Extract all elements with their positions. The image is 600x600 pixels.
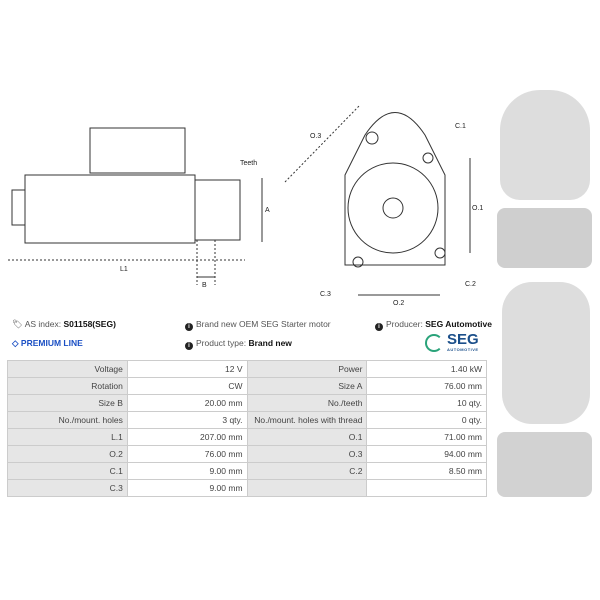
- tag-icon: 🏷: [12, 319, 23, 329]
- spec-label: Rotation: [7, 377, 128, 395]
- spec-value: 0 qty.: [366, 411, 487, 429]
- spec-value: 8.50 mm: [366, 462, 487, 480]
- spec-value: 207.00 mm: [126, 428, 248, 446]
- spec-label: [246, 479, 368, 497]
- seg-logo: SEG AUTOMOTIVE: [425, 331, 487, 354]
- spec-label: O.2: [7, 445, 128, 463]
- product-photo-front: [500, 90, 590, 200]
- c3-label: C.3: [320, 291, 331, 298]
- diamond-icon: ◇: [12, 338, 19, 348]
- spec-value: 9.00 mm: [126, 462, 248, 480]
- product-photo-side: [497, 208, 592, 268]
- spec-value: 94.00 mm: [366, 445, 487, 463]
- info-icon: i: [185, 342, 193, 350]
- as-index: 🏷 AS index: S01158(SEG): [12, 319, 116, 329]
- spec-value: 76.00 mm: [126, 445, 248, 463]
- spec-label: Voltage: [7, 360, 128, 378]
- spec-label: C.2: [246, 462, 368, 480]
- spec-value: CW: [126, 377, 248, 395]
- teeth-label: Teeth: [240, 160, 257, 167]
- spec-value: 20.00 mm: [126, 394, 248, 412]
- spec-value: 3 qty.: [126, 411, 248, 429]
- spec-value: 9.00 mm: [126, 479, 248, 497]
- c2-label: C.2: [465, 281, 476, 288]
- spec-label: No./mount. holes: [7, 411, 128, 429]
- l1-label: L1: [120, 266, 128, 273]
- spec-value: 12 V: [126, 360, 248, 378]
- o3-label: O.3: [310, 133, 321, 140]
- spec-label: O.1: [246, 428, 368, 446]
- spec-label: O.3: [246, 445, 368, 463]
- product-photo-rear: [502, 282, 590, 424]
- spec-label: Power: [246, 360, 368, 378]
- c1-label: C.1: [455, 123, 466, 130]
- side-view-drawing: [8, 127, 263, 285]
- spec-value: 1.40 kW: [366, 360, 487, 378]
- spec-label: No./mount. holes with thread: [246, 411, 368, 429]
- spec-label: C.1: [7, 462, 128, 480]
- spec-value: 10 qty.: [366, 394, 487, 412]
- info-icon: i: [375, 323, 383, 331]
- spec-label: Size B: [7, 394, 128, 412]
- b-label: B: [202, 282, 207, 289]
- front-view-drawing: [284, 104, 471, 296]
- o2-label: O.2: [393, 300, 404, 307]
- spec-value: 76.00 mm: [366, 377, 487, 395]
- a-label: A: [265, 207, 270, 214]
- technical-drawings: Teeth A B L1 O.3 C.1 O.1 C.2 C.3 O.2: [8, 104, 483, 307]
- spec-label: L.1: [7, 428, 128, 446]
- spec-label: No./teeth: [246, 394, 368, 412]
- spec-label: Size A: [246, 377, 368, 395]
- product-photo-side-2: [497, 432, 592, 497]
- o1-label: O.1: [472, 205, 483, 212]
- spec-value: 71.00 mm: [366, 428, 487, 446]
- info-icon: i: [185, 323, 193, 331]
- spec-label: C.3: [7, 479, 128, 497]
- spec-value: [366, 479, 487, 497]
- premium-line-badge: ◇ PREMIUM LINE: [12, 338, 83, 348]
